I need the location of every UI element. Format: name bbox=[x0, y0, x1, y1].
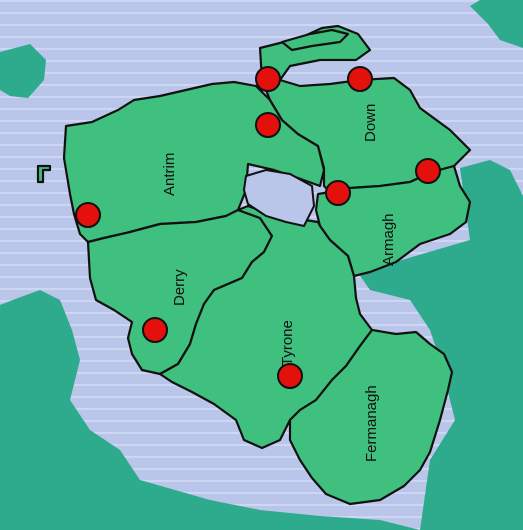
marker[interactable] bbox=[75, 202, 101, 228]
label-derry: Derry bbox=[171, 269, 188, 306]
county-tyrone[interactable] bbox=[158, 204, 374, 450]
county-labels: Antrim Down Derry Armagh Tyrone Fermanag… bbox=[161, 104, 397, 462]
coast-top-left bbox=[0, 44, 46, 98]
marker[interactable] bbox=[255, 112, 281, 138]
label-antrim: Antrim bbox=[161, 153, 178, 196]
marker[interactable] bbox=[347, 66, 373, 92]
island-west bbox=[36, 164, 52, 184]
marker[interactable] bbox=[142, 317, 168, 343]
markers bbox=[75, 66, 441, 389]
label-fermanagh: Fermanagh bbox=[363, 385, 380, 462]
marker[interactable] bbox=[255, 66, 281, 92]
marker[interactable] bbox=[415, 158, 441, 184]
coast-bottom-left bbox=[0, 290, 420, 530]
label-tyrone: Tyrone bbox=[279, 320, 296, 366]
label-down: Down bbox=[362, 104, 379, 142]
marker[interactable] bbox=[277, 363, 303, 389]
coast-right bbox=[356, 160, 523, 530]
county-down[interactable] bbox=[258, 24, 472, 194]
coast-top-right bbox=[470, 0, 523, 48]
counties bbox=[36, 24, 472, 506]
label-armagh: Armagh bbox=[380, 213, 397, 266]
county-fermanagh[interactable] bbox=[288, 328, 454, 506]
island-north bbox=[280, 28, 350, 52]
marker[interactable] bbox=[325, 180, 351, 206]
lough bbox=[242, 168, 316, 228]
